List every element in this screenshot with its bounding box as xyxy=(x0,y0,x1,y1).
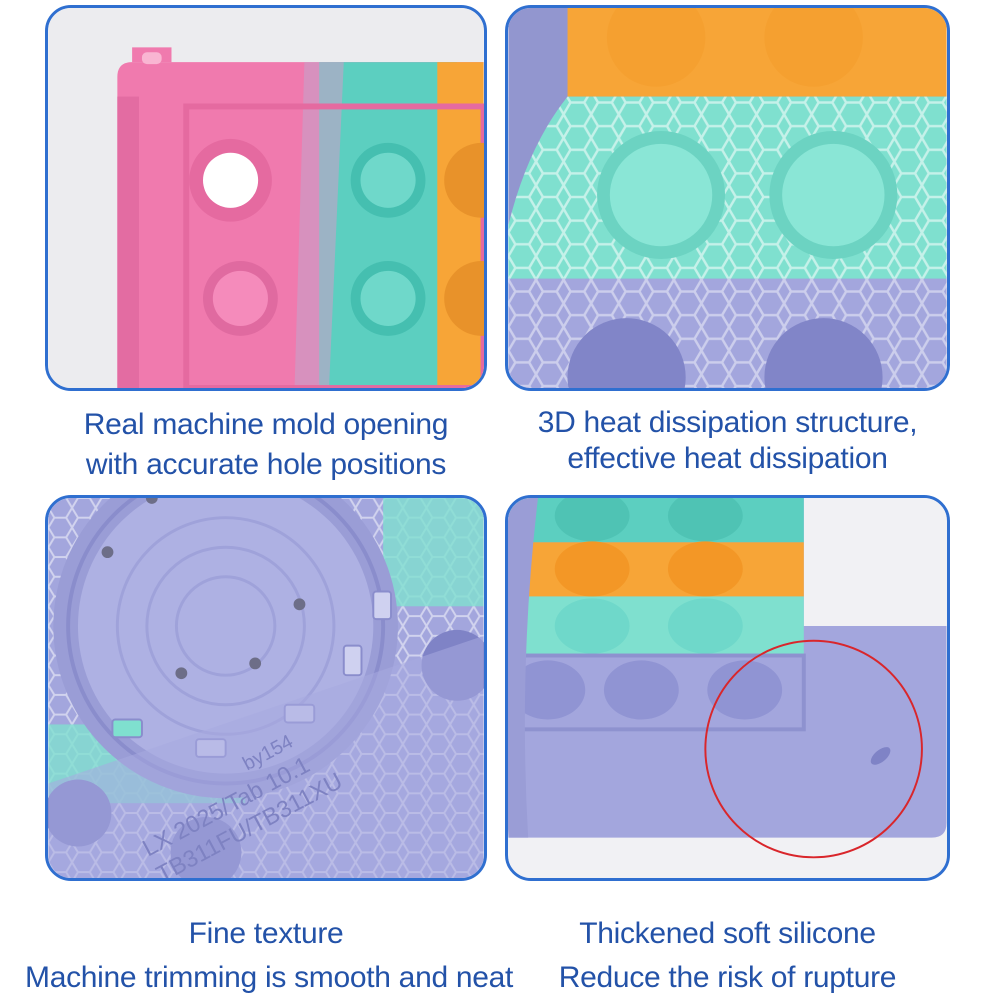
mold-opening-photo xyxy=(48,8,484,388)
heat-dissipation-photo xyxy=(508,8,947,388)
caption-heat-dissipation: 3D heat dissipation structure, effective… xyxy=(505,405,950,477)
caption-line: Machine trimming is smooth and neat xyxy=(25,961,514,994)
caption-line: with accurate hole positions xyxy=(85,448,447,481)
caption-line: 3D heat dissipation structure, xyxy=(537,406,918,439)
panel-heat-dissipation xyxy=(505,5,950,391)
caption-mold-opening: Real machine mold opening with accurate … xyxy=(45,405,487,485)
panel-thick-silicone xyxy=(505,495,950,881)
caption-line: Real machine mold opening xyxy=(83,408,449,441)
panel-fine-texture: by154 LX 2025/Tab 10.1 TB311FU/TB311XU xyxy=(45,495,487,881)
caption-line: Thickened soft silicone xyxy=(579,917,876,950)
thick-silicone-photo xyxy=(508,498,947,878)
caption-fine-texture: Fine texture Machine trimming is smooth … xyxy=(25,912,514,1000)
panel-mold-opening xyxy=(45,5,487,391)
highlight-circle xyxy=(704,639,923,859)
caption-line: Reduce the risk of rupture xyxy=(558,961,897,994)
fine-texture-photo: by154 LX 2025/Tab 10.1 TB311FU/TB311XU xyxy=(48,498,484,878)
caption-line: Fine texture xyxy=(188,917,344,950)
caption-thick-silicone: Thickened soft silicone Reduce the risk … xyxy=(505,912,950,1000)
caption-line: effective heat dissipation xyxy=(567,442,888,475)
